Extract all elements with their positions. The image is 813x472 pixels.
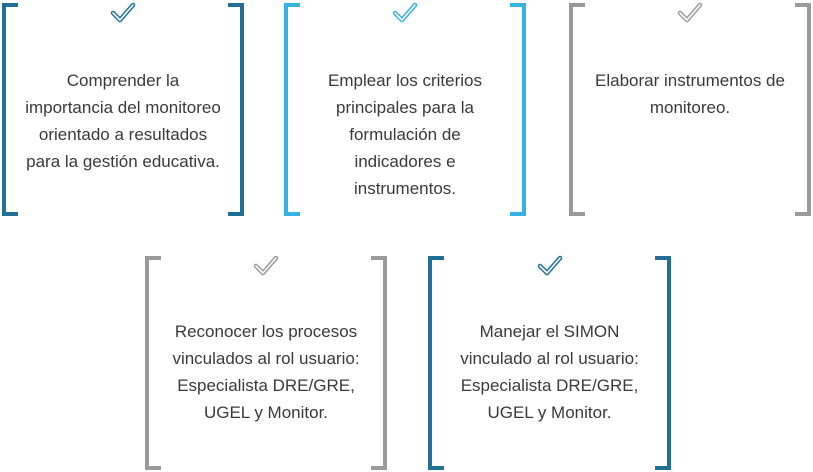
bracket-left: [428, 256, 444, 470]
check-icon: [531, 252, 568, 280]
objective-text: Reconocer los procesos vinculados al rol…: [172, 322, 360, 422]
bracket-right: [795, 3, 811, 216]
bracket-left: [569, 3, 585, 216]
bracket-right: [228, 3, 244, 216]
objective-card-1: Comprender la importancia del monitoreo …: [2, 0, 244, 216]
bracket-right: [510, 3, 526, 216]
check-icon: [387, 0, 423, 27]
bracket-right: [655, 256, 671, 470]
objective-card-2: Emplear los criterios principales para l…: [284, 0, 526, 216]
bracket-right: [371, 256, 387, 470]
check-icon: [248, 252, 284, 280]
objective-text: Comprender la importancia del monitoreo …: [25, 71, 221, 171]
bracket-left: [284, 3, 300, 216]
bracket-left: [145, 256, 161, 470]
objective-card-3: Elaborar instrumentos de monitoreo.: [569, 0, 811, 216]
objective-text: Emplear los criterios principales para l…: [328, 71, 482, 198]
check-icon: [105, 0, 141, 27]
objective-card-5: Manejar el SIMON vinculado al rol usuari…: [428, 252, 671, 470]
check-icon: [672, 0, 708, 27]
objective-card-4: Reconocer los procesos vinculados al rol…: [145, 252, 387, 470]
objective-text: Manejar el SIMON vinculado al rol usuari…: [460, 322, 639, 422]
bracket-left: [2, 3, 18, 216]
objective-text: Elaborar instrumentos de monitoreo.: [595, 71, 785, 117]
